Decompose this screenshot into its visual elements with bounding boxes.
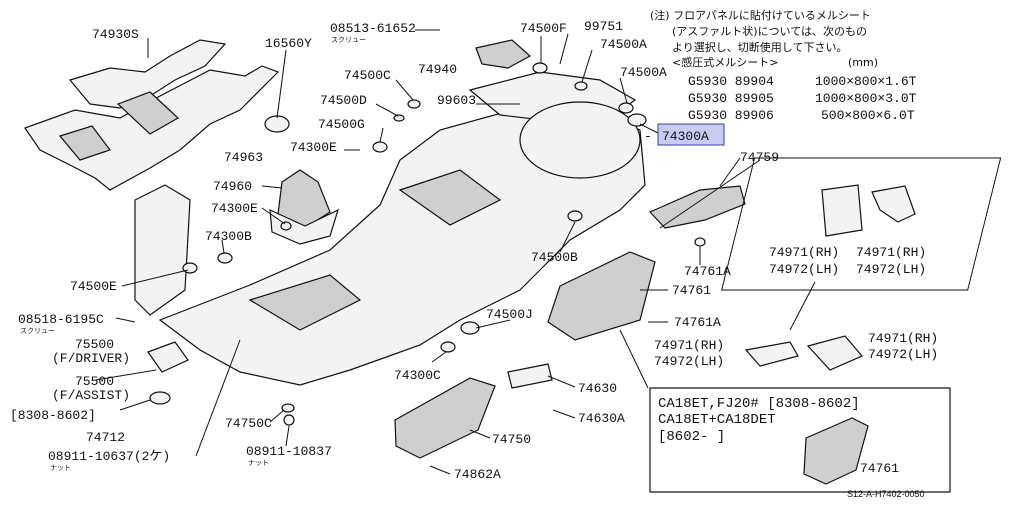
grommets[interactable]: [182, 62, 706, 426]
label-08513-note: スクリュー: [331, 36, 366, 44]
note-part-1: G5930 89904: [688, 74, 774, 89]
label-75500-assist: 75500: [75, 374, 114, 389]
label-99603: 99603: [437, 93, 476, 108]
label-08518-note: スクリュー: [20, 327, 55, 335]
insulator-small-parts[interactable]: [744, 335, 863, 371]
label-74971-rh-2: 74971(RH): [856, 245, 926, 260]
label-74971-rh-3: 74971(RH): [654, 338, 724, 353]
label-74300E-1: 74300E: [290, 140, 337, 155]
floor-panel[interactable]: [158, 71, 646, 386]
label-74972-lh-3: 74972(LH): [654, 354, 724, 369]
side-panel[interactable]: [134, 184, 191, 316]
label-74500C: 74500C: [344, 68, 391, 83]
insulator-74750[interactable]: [394, 377, 496, 459]
label-75500-assist-note: (F/ASSIST): [52, 388, 130, 403]
label-74500A-2: 74500A: [620, 65, 667, 80]
label-74500G: 74500G: [318, 117, 365, 132]
highlighted-part-74300A[interactable]: 74300A: [657, 123, 725, 146]
label-74300B: 74300B: [205, 229, 252, 244]
label-74963: 74963: [224, 150, 263, 165]
label-74759: 74759: [740, 150, 779, 165]
label-08911-10837-note: ナット: [248, 459, 269, 467]
label-74500D: 74500D: [320, 93, 367, 108]
label-74500A-1: 74500A: [600, 37, 647, 52]
box-line-2: CA18ET+CA18DET: [658, 412, 776, 428]
label-74960: 74960: [213, 179, 252, 194]
label-75500-driver: 75500: [75, 337, 114, 352]
label-74300E-2: 74300E: [211, 201, 258, 216]
label-74750: 74750: [492, 432, 531, 447]
shift-boot[interactable]: [269, 169, 339, 245]
label-74761A-1: 74761A: [684, 264, 731, 279]
box-line-1: CA18ET,FJ20# [8308-8602]: [658, 396, 860, 412]
label-74712: 74712: [86, 430, 125, 445]
note-line-2: (アスファルト状)については、次のもの: [672, 24, 867, 38]
label-74940: 74940: [418, 62, 457, 77]
insulator-inset-box: [721, 157, 1002, 291]
bracket-74630[interactable]: [507, 363, 553, 389]
label-74300A: 74300A: [662, 129, 709, 144]
variant-box-text: CA18ET,FJ20# [8308-8602] CA18ET+CA18DET …: [658, 396, 899, 476]
bracket-75500[interactable]: [147, 341, 189, 405]
note-line-1: (注) フロアパネルに貼付けているメルシート: [650, 8, 871, 22]
label-99751: 99751: [584, 19, 623, 34]
bracket-74761[interactable]: [547, 251, 656, 341]
label-74300C: 74300C: [394, 368, 441, 383]
label-date-range: [8308-8602]: [10, 408, 96, 423]
heat-insulator-74759[interactable]: [648, 185, 746, 229]
part-labels: 74930S 16560Y 08513-61652 スクリュー 74940 74…: [10, 19, 938, 482]
label-74972-lh-2: 74972(LH): [856, 262, 926, 277]
cover-74940[interactable]: [475, 39, 532, 69]
label-16560Y: 16560Y: [265, 36, 312, 51]
label-74500B: 74500B: [531, 250, 578, 265]
label-74972-lh-1: 74972(LH): [769, 262, 839, 277]
note-size-2: 1000×800×3.0T: [815, 91, 917, 106]
figure-id: S12-A-H7402-0050: [847, 489, 925, 499]
label-74761-box: 74761: [860, 461, 899, 476]
label-74972-lh-4: 74972(LH): [868, 347, 938, 362]
box-line-3: [8602- ]: [658, 429, 725, 445]
label-74630: 74630: [578, 381, 617, 396]
note-line-3: より選択し、切断使用して下さい。: [672, 40, 847, 54]
label-74862A: 74862A: [454, 467, 501, 482]
label-74630A: 74630A: [578, 411, 625, 426]
leader-dash-74300A: -: [644, 129, 652, 144]
label-08518: 08518-6195C: [18, 312, 104, 327]
label-74930S: 74930S: [92, 27, 139, 42]
label-74761: 74761: [672, 283, 711, 298]
note-unit: (mm): [848, 56, 878, 69]
note-size-1: 1000×800×1.6T: [815, 74, 917, 89]
variant-box: [649, 387, 951, 493]
label-74971-rh-1: 74971(RH): [769, 245, 839, 260]
label-08513: 08513-61652: [330, 21, 416, 36]
label-08911-10837: 08911-10837: [246, 444, 332, 459]
note-size-3: 500×800×6.0T: [821, 108, 915, 123]
clamp-part[interactable]: [264, 115, 290, 133]
label-08911-10637: 08911-10637(2ケ): [48, 449, 170, 464]
label-75500-driver-note: (F/DRIVER): [52, 351, 130, 366]
label-74500E: 74500E: [70, 279, 117, 294]
label-74761A-2: 74761A: [674, 315, 721, 330]
label-74500F: 74500F: [520, 21, 567, 36]
note-part-3: G5930 89906: [688, 108, 774, 123]
note-block: (注) フロアパネルに貼付けているメルシート (アスファルト状)については、次の…: [650, 8, 917, 123]
label-74750C: 74750C: [225, 416, 272, 431]
label-08911-10637-note: ナット: [50, 464, 71, 472]
label-74500J: 74500J: [486, 307, 533, 322]
note-part-2: G5930 89905: [688, 91, 774, 106]
floor-mat-part[interactable]: [24, 39, 280, 191]
label-74971-rh-4: 74971(RH): [868, 331, 938, 346]
leader-lines: [95, 29, 816, 475]
note-line-4: <感圧式メルシート>: [672, 56, 778, 69]
